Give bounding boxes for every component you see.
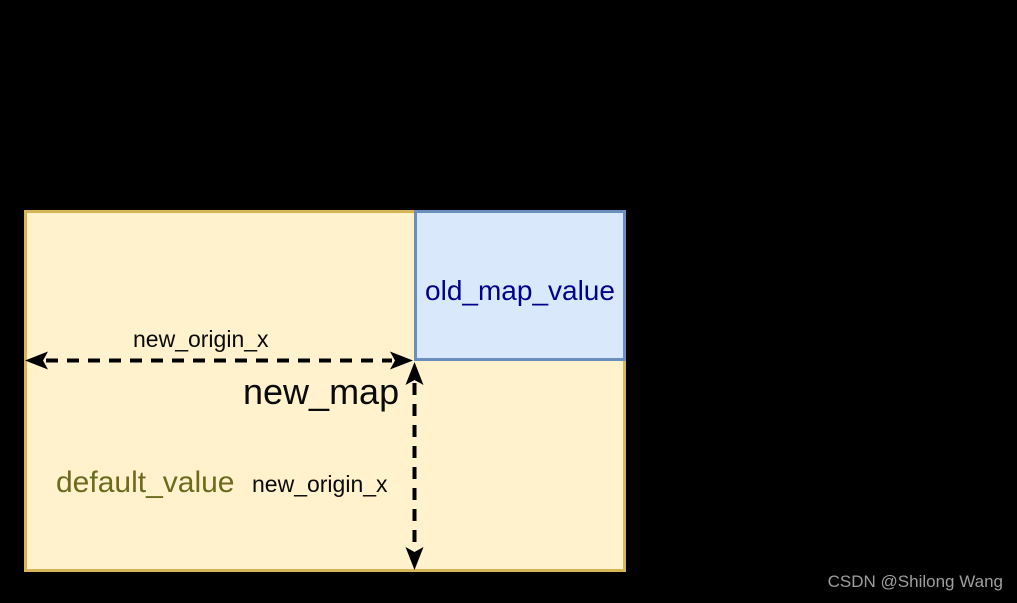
vertical-arrow-label: new_origin_x [252, 471, 388, 497]
new-map-label: new_map [243, 371, 400, 412]
right-arrowhead-icon [390, 351, 413, 370]
left-arrowhead-icon [25, 351, 48, 370]
down-arrowhead-icon [405, 547, 424, 570]
old-map-value-label: old_map_value [425, 274, 615, 306]
up-arrowhead-icon [405, 362, 424, 385]
old-map-value-rectangle: old_map_value [414, 210, 626, 361]
horizontal-arrow-label: new_origin_x [133, 326, 269, 352]
watermark: CSDN @Shilong Wang [827, 572, 1003, 591]
default-value-label: default_value [56, 466, 235, 499]
